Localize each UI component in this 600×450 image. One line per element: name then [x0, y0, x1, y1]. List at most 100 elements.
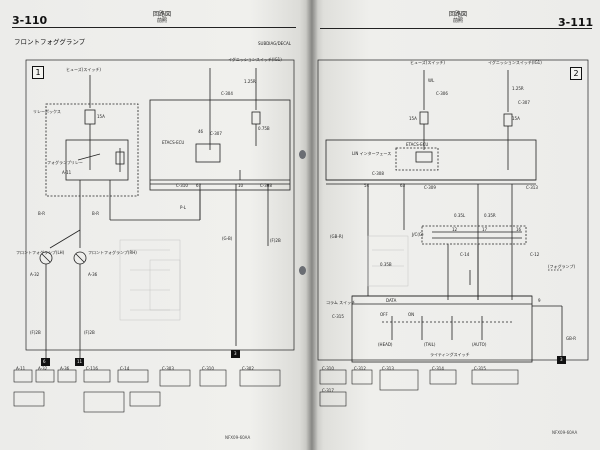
pin-67-label: 67	[196, 183, 202, 188]
left-subdiag-ref: SUBDIAG/DECAL	[258, 41, 291, 46]
gb-r-label: GB-R	[566, 336, 577, 341]
pin-46-label: 46	[198, 129, 204, 134]
right-etacs-label: ETACS-ECU	[406, 142, 429, 147]
switch-off-label: OFF	[380, 312, 388, 317]
pin-12-label: 12	[452, 227, 458, 232]
right-conn-c309: C-309	[424, 185, 436, 190]
right-wire-gbr: (GB-R)	[330, 234, 344, 239]
right-legend-c314: C-314	[432, 366, 444, 371]
right-wire-125r: 1.25R	[512, 86, 524, 91]
conn-a32-label: A-32	[30, 272, 40, 277]
binding-ring-hole	[299, 266, 306, 275]
left-page-number: 3-110	[12, 14, 48, 27]
conn-c304-label: C-304	[221, 91, 233, 96]
legend-a36: A-36	[60, 366, 70, 371]
ground-11-label: 11	[77, 359, 83, 364]
relay-box-label: リレーボックス	[33, 109, 61, 114]
right-footer-code: NFX09-60AA	[552, 430, 578, 435]
pin-16-label: 16	[516, 227, 522, 232]
left-fuse-switch-label: ヒューズ(スイッチ)	[66, 67, 101, 72]
conn-c308-label: C-308	[260, 183, 272, 188]
ground-6-label: 6	[43, 359, 46, 364]
f2b-label-3: (F)2B	[270, 238, 281, 243]
fog-lamp-lh-label: フロントフォグランプ(LH)	[16, 250, 65, 255]
left-header-rule	[12, 27, 296, 28]
conn-c306-label: C-306	[436, 91, 448, 96]
right-ground-3: 3	[560, 357, 563, 362]
fog-relay-label: フォグランプリレー	[47, 160, 83, 165]
wire-gbr-label: (G-B)	[222, 236, 233, 241]
legend-a32: A-32	[38, 366, 48, 371]
legend-c310: C-310	[202, 366, 214, 371]
jc-label: J/C(G)	[412, 232, 424, 237]
right-wire-15a-b: 15A	[512, 116, 520, 121]
right-legend-c317: C-317	[322, 388, 334, 393]
left-header-main: 回路図	[152, 11, 171, 18]
book-gutter-shadow	[306, 0, 318, 450]
right-legend-c310: C-310	[322, 366, 334, 371]
pin-17-label: 17	[482, 227, 488, 232]
left-etacs-label: ETACS-ECU	[162, 140, 185, 145]
right-page: 3-111 回路図 前照 2 NFX09-60AA	[312, 0, 600, 450]
right-wire-wl: WL	[428, 78, 435, 83]
tail-ref: (TAIL)	[424, 342, 436, 347]
ground-3-label: 3	[234, 351, 237, 356]
legend-a11: A-11	[16, 366, 26, 371]
pin-54-label: 54	[364, 183, 370, 188]
right-legend-c315: C-315	[474, 366, 486, 371]
right-conn-c14: C-14	[460, 252, 470, 257]
right-legend-c313: C-313	[382, 366, 394, 371]
legend-c14: C-14	[120, 366, 130, 371]
pin-10-label: 10	[238, 183, 244, 188]
wire-035br: 0.35R	[484, 213, 496, 218]
right-conn-c313: C-313	[526, 185, 538, 190]
switch-on-label: ON	[408, 312, 415, 317]
light-switch-label: ライティングスイッチ	[430, 352, 470, 357]
f2b-label-1: (F)2B	[30, 330, 41, 335]
pin-9-label: 9	[538, 298, 541, 303]
left-wire-075b: 0.75B	[258, 126, 270, 131]
wire-br-label-2: B-R	[92, 211, 99, 216]
lin-interface-label: LIN インターフェース	[352, 151, 392, 156]
left-section-title: フロントフォググランプ	[14, 38, 86, 46]
left-wire-15a: 15A	[97, 114, 105, 119]
left-page: 3-110 回路図 前照 フロントフォググランプ 1 SUBDIAG/DECAL…	[0, 0, 312, 450]
data-label: DATA	[386, 298, 397, 303]
right-conn-c315: C-315	[332, 314, 344, 319]
right-conn-c308: C-308	[372, 171, 384, 176]
left-header-sub: 前照	[156, 18, 167, 24]
right-wiring-diagram	[317, 59, 589, 407]
right-fuse-switch-label: ヒューズ(スイッチ)	[410, 60, 445, 65]
left-diagram-number: 1	[32, 66, 44, 79]
right-diagram-number: 2	[570, 67, 582, 80]
conn-c310-label: C-310	[176, 183, 188, 188]
right-header-main: 回路図	[448, 11, 467, 18]
legend-c302: C-302	[242, 366, 254, 371]
auto-ref: (AUTO)	[472, 342, 487, 347]
left-ignition-label: イグニッションスイッチ(IG1)	[228, 57, 282, 62]
legend-c303: C-303	[162, 366, 174, 371]
wire-035lr: 0.35L	[454, 213, 466, 218]
pin-63-label: 63	[400, 183, 406, 188]
left-footer-code: NFX09-60AA	[225, 435, 251, 440]
wire-035b: 0.35B	[380, 262, 392, 267]
f2b-label-2: (F)2B	[84, 330, 95, 335]
right-ignition-label: イグニッションスイッチ(IG1)	[488, 60, 542, 65]
right-page-number: 3-111	[558, 16, 594, 29]
left-wiring-diagram	[13, 59, 295, 413]
wire-pl-label: P-L	[180, 205, 186, 210]
wire-br-label-1: B-R	[38, 211, 45, 216]
binding-ring-hole	[299, 150, 306, 159]
combo-switch-label: コラム スイッチ	[326, 300, 356, 305]
conn-c307-label: C-307	[210, 131, 222, 136]
right-conn-c307-label: C-307	[518, 100, 530, 105]
right-conn-c12: C-12	[530, 252, 540, 257]
head-ref: (HEAD)	[378, 342, 393, 347]
conn-a36-label: A-36	[88, 272, 98, 277]
conn-a11-label: A-11	[62, 170, 72, 175]
legend-c116: C-116	[86, 366, 98, 371]
right-header-rule	[320, 28, 592, 29]
fog-lamp-rh-label: フロントフォグランプ(RH)	[88, 250, 137, 255]
right-legend-c312: C-312	[354, 366, 366, 371]
